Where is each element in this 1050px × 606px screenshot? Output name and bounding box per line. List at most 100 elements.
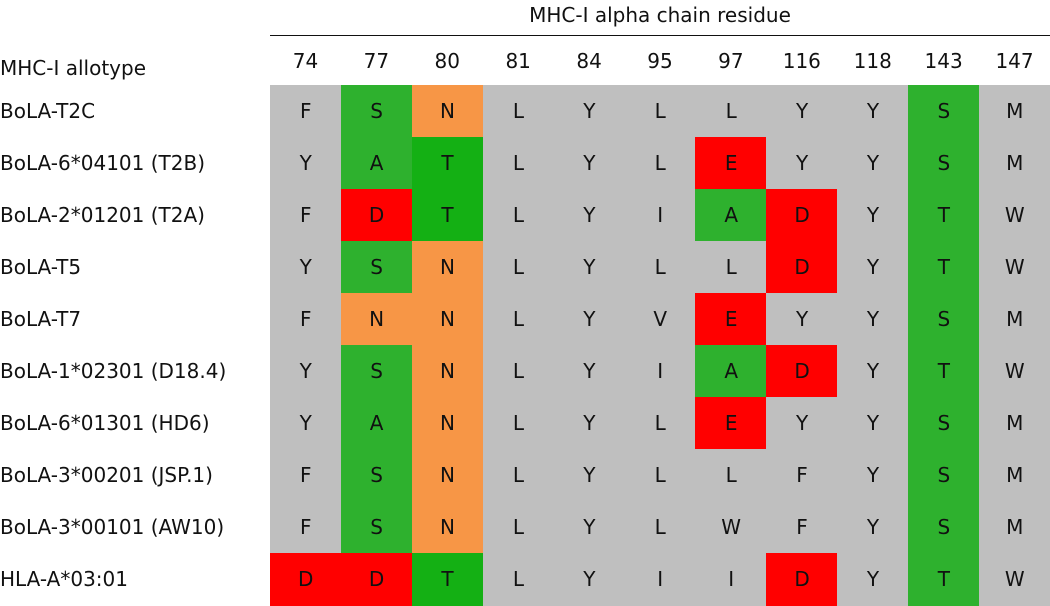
- residue-cell: L: [695, 85, 767, 138]
- position-header-81: 81: [505, 49, 531, 73]
- residue-cell: E: [695, 397, 767, 450]
- residue-cell: L: [482, 397, 555, 450]
- residue-cell: S: [908, 449, 980, 502]
- residue-cell: A: [340, 137, 413, 190]
- residue-cell: S: [340, 241, 413, 294]
- residue-cell: F: [270, 293, 342, 346]
- residue-cell: L: [482, 501, 555, 554]
- residue-cell: Y: [837, 501, 909, 554]
- residue-cell: M: [979, 397, 1050, 450]
- allotype-label: BoLA-3*00101 (AW10): [0, 515, 225, 539]
- residue-cell: L: [624, 137, 696, 190]
- residue-cell: Y: [766, 397, 838, 450]
- residue-cell: M: [979, 293, 1050, 346]
- residue-cell: Y: [553, 449, 626, 502]
- residue-cell: L: [624, 397, 696, 450]
- residue-cell: D: [340, 189, 413, 242]
- residue-cell: D: [766, 241, 838, 294]
- residue-cell: F: [270, 189, 342, 242]
- residue-cell: N: [411, 293, 484, 346]
- residue-cell: L: [624, 449, 696, 502]
- residue-cell: N: [411, 501, 484, 554]
- residue-cell: Y: [553, 241, 626, 294]
- residue-cell: S: [908, 137, 980, 190]
- residue-cell: D: [766, 345, 838, 398]
- position-header-116: 116: [782, 49, 821, 73]
- residue-cell: S: [908, 293, 980, 346]
- residue-cell: L: [482, 293, 555, 346]
- residue-cell: L: [482, 85, 555, 138]
- allotype-label: BoLA-T2C: [0, 99, 96, 123]
- residue-cell: Y: [837, 241, 909, 294]
- residue-cell: W: [979, 345, 1050, 398]
- column-group-title: MHC-I alpha chain residue: [529, 3, 791, 27]
- residue-cell: S: [908, 85, 980, 138]
- residue-cell: N: [411, 85, 484, 138]
- residue-cell: M: [979, 85, 1050, 138]
- residue-cell: N: [411, 241, 484, 294]
- residue-cell: Y: [766, 85, 838, 138]
- residue-cell: T: [908, 241, 980, 294]
- residue-cell: I: [624, 189, 696, 242]
- residue-cell: V: [624, 293, 696, 346]
- residue-cell: E: [695, 137, 767, 190]
- residue-cell: F: [766, 449, 838, 502]
- position-header-95: 95: [647, 49, 673, 73]
- position-header-77: 77: [363, 49, 390, 73]
- residue-cell: Y: [270, 397, 342, 450]
- position-header-118: 118: [853, 49, 892, 73]
- residue-cell: Y: [553, 137, 626, 190]
- residue-cell: L: [482, 553, 555, 606]
- residue-cell: Y: [837, 345, 909, 398]
- residue-cell: Y: [837, 553, 909, 606]
- residue-cell: N: [340, 293, 413, 346]
- residue-cell: L: [482, 137, 555, 190]
- residue-cell: L: [624, 241, 696, 294]
- residue-cell: A: [695, 345, 767, 398]
- residue-cell: T: [908, 345, 980, 398]
- residue-cell: Y: [766, 293, 838, 346]
- residue-cell: W: [979, 189, 1050, 242]
- residue-cell: Y: [270, 241, 342, 294]
- allotype-label: BoLA-6*04101 (T2B): [0, 151, 205, 175]
- position-header-147: 147: [995, 49, 1034, 73]
- residue-cell: T: [411, 189, 484, 242]
- residue-cell: D: [766, 553, 838, 606]
- residue-cell: Y: [553, 397, 626, 450]
- residue-cell: Y: [837, 137, 909, 190]
- residue-cell: L: [482, 449, 555, 502]
- residue-cell: W: [979, 553, 1050, 606]
- residue-cell: T: [411, 553, 484, 606]
- residue-cell: N: [411, 397, 484, 450]
- allotype-label: HLA-A*03:01: [0, 567, 128, 591]
- residue-cell: A: [340, 397, 413, 450]
- position-header-97: 97: [718, 49, 744, 73]
- residue-cell: L: [695, 241, 767, 294]
- residue-cell: F: [766, 501, 838, 554]
- residue-cell: I: [624, 553, 696, 606]
- allotype-label: BoLA-T7: [0, 307, 82, 331]
- residue-cell: L: [482, 345, 555, 398]
- residue-cell: Y: [837, 85, 909, 138]
- residue-cell: S: [340, 85, 413, 138]
- residue-cell: T: [908, 553, 980, 606]
- residue-cell: Y: [553, 293, 626, 346]
- residue-cell: D: [340, 553, 413, 606]
- residue-cell: Y: [766, 137, 838, 190]
- residue-cell: L: [695, 449, 767, 502]
- position-header-80: 80: [434, 49, 460, 73]
- allotype-label: BoLA-2*01201 (T2A): [0, 203, 205, 227]
- residue-cell: L: [482, 189, 555, 242]
- residue-cell: E: [695, 293, 767, 346]
- residue-cell: S: [908, 501, 980, 554]
- allotype-label: BoLA-3*00201 (JSP.1): [0, 463, 213, 487]
- residue-cell: M: [979, 501, 1050, 554]
- residue-cell: T: [411, 137, 484, 190]
- row-header-label: MHC-I allotype: [0, 56, 147, 80]
- residue-cell: L: [624, 501, 696, 554]
- residue-cell: W: [979, 241, 1050, 294]
- residue-cell: F: [270, 85, 342, 138]
- residue-cell: Y: [837, 397, 909, 450]
- residue-cell: M: [979, 137, 1050, 190]
